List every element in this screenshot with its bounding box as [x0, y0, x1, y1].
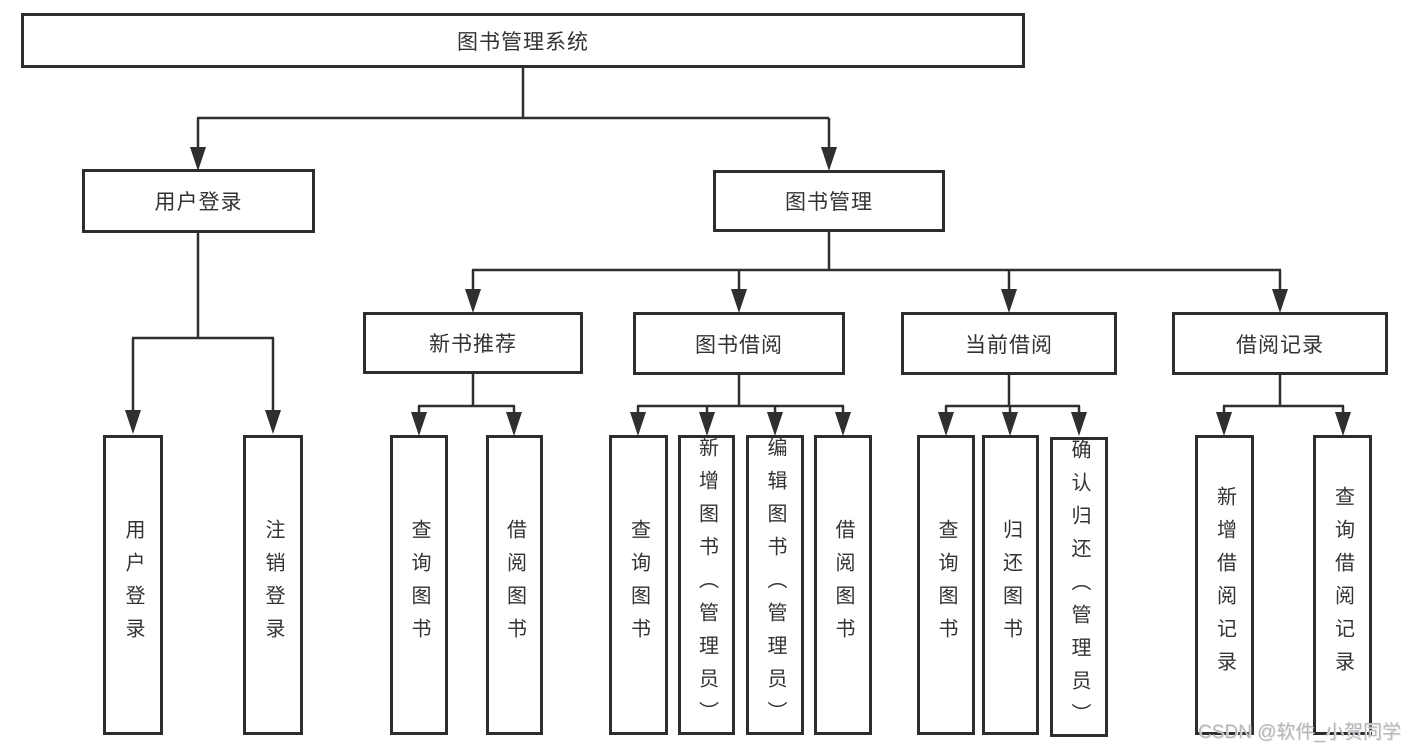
node-borrow-records: 借阅记录 [1172, 312, 1388, 375]
leaf-label: 查询图书 [408, 519, 430, 651]
leaf-return-books: 归还图书 [982, 435, 1039, 735]
leaf-query-books: 查询图书 [917, 435, 975, 735]
leaf-label: 用户登录 [122, 519, 144, 651]
leaf-confirm-return-admin: 确认归还（管理员） [1050, 437, 1108, 737]
leaf-label: 查询图书 [935, 519, 957, 651]
node-label: 图书管理系统 [457, 30, 589, 54]
leaf-user-login: 用户登录 [103, 435, 163, 735]
leaf-label: 查询图书 [627, 519, 650, 651]
leaf-label: 确认归还（管理员） [1068, 438, 1090, 736]
leaf-label: 归还图书 [999, 519, 1022, 651]
node-new-book-recommend: 新书推荐 [363, 312, 583, 374]
node-label: 图书管理 [785, 191, 873, 214]
leaf-query-books: 查询图书 [390, 435, 448, 735]
leaf-label: 编辑图书（管理员） [764, 436, 786, 734]
node-label: 用户登录 [154, 191, 243, 214]
node-label: 新书推荐 [429, 333, 517, 356]
leaf-borrow-books: 借阅图书 [814, 435, 872, 735]
node-user-login: 用户登录 [82, 169, 315, 233]
node-label: 借阅记录 [1236, 333, 1324, 357]
leaf-label: 注销登录 [262, 519, 284, 651]
leaf-label: 借阅图书 [832, 519, 854, 651]
leaf-query-borrow-record: 查询借阅记录 [1313, 435, 1372, 735]
leaf-edit-books-admin: 编辑图书（管理员） [746, 435, 804, 735]
leaf-borrow-books: 借阅图书 [486, 435, 543, 735]
leaf-add-books-admin: 新增图书（管理员） [678, 435, 735, 735]
node-book-management: 图书管理 [713, 170, 945, 232]
leaf-query-books: 查询图书 [609, 435, 668, 735]
node-library-management-system: 图书管理系统 [21, 13, 1025, 68]
node-label: 当前借阅 [965, 333, 1053, 357]
node-label: 图书借阅 [695, 333, 783, 357]
leaf-label: 新增图书（管理员） [695, 436, 718, 734]
node-current-borrow: 当前借阅 [901, 312, 1117, 375]
leaf-label: 查询借阅记录 [1331, 486, 1354, 684]
node-book-borrow: 图书借阅 [633, 312, 845, 375]
leaf-label: 借阅图书 [503, 519, 526, 651]
leaf-logout: 注销登录 [243, 435, 303, 735]
leaf-label: 新增借阅记录 [1213, 486, 1236, 684]
leaf-add-borrow-record: 新增借阅记录 [1195, 435, 1254, 735]
csdn-watermark: CSDN @软件_小贺同学 [1198, 722, 1401, 743]
